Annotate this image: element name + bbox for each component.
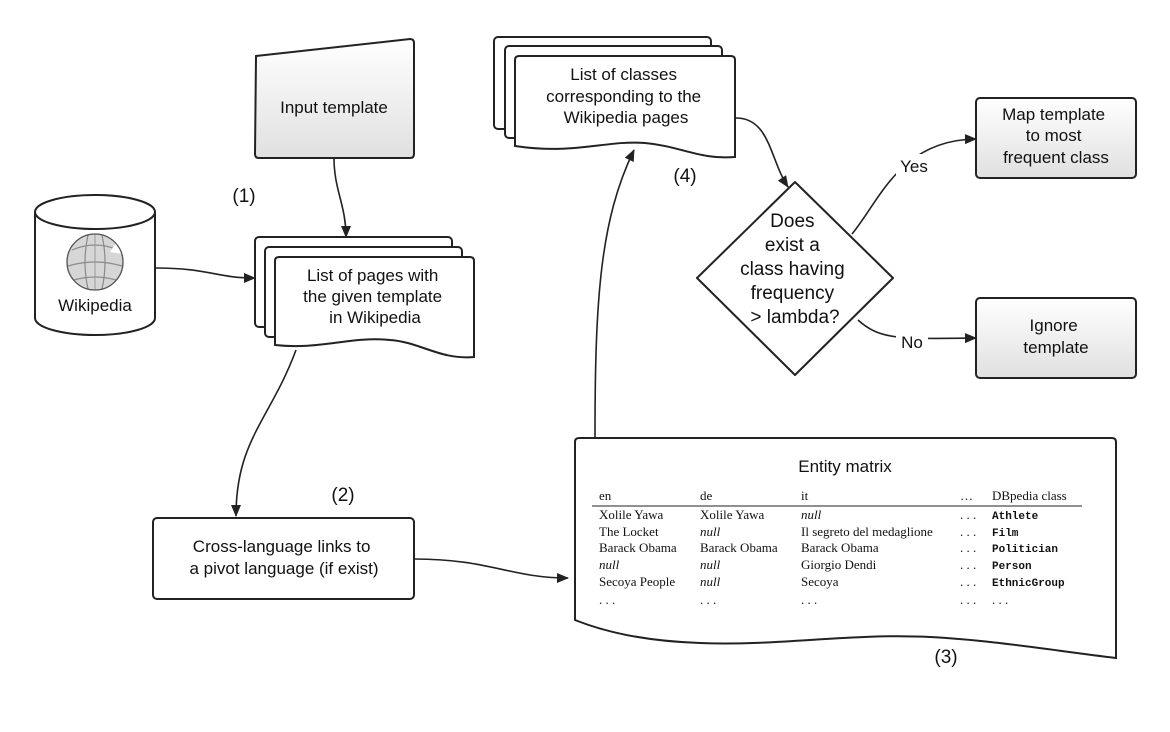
edge-label-yes: Yes [900,157,928,176]
matrix-cell: The Locket [599,524,659,539]
classes-list-node: List of classes corresponding to the Wik… [493,36,736,159]
pages-list-label: List of pages with the given template in… [303,266,447,327]
matrix-cell: Politician [992,544,1058,556]
wikipedia-database: Wikipedia [34,194,156,336]
ignore-template-label: Ignore template [1023,316,1088,357]
map-template-node: Map template to most frequent class [975,97,1137,179]
cross-language-node: Cross-language links to a pivot language… [152,517,415,600]
matrix-header-cell: de [700,488,713,503]
matrix-header-cell: it [801,488,809,503]
step-2-label: (2) [331,485,354,506]
matrix-cell: Xolile Yawa [599,507,664,522]
matrix-cell: Film [992,528,1019,540]
wikipedia-globe-icon [66,233,124,291]
cross-language-label: Cross-language links to a pivot language… [190,537,379,578]
matrix-cell: Barack Obama [599,540,677,555]
matrix-cell: Secoya People [599,574,675,589]
matrix-cell: null [700,557,721,572]
matrix-cell: . . . [700,592,716,607]
matrix-cell: . . . [801,592,817,607]
matrix-cell: null [599,557,620,572]
matrix-cell: Barack Obama [700,540,778,555]
matrix-cell: EthnicGroup [992,578,1065,590]
entity-matrix-node: Entity matrix en de it … DBpedia classXolile… [574,437,1117,660]
matrix-cell: . . . [960,574,976,589]
classes-list-label: List of classes corresponding to the Wik… [546,65,706,127]
matrix-cell: . . . [960,524,976,539]
step-3-label: (3) [934,647,957,668]
entity-matrix-title: Entity matrix [798,457,892,476]
matrix-cell: . . . [960,540,976,555]
edge-input-to-pages [333,157,351,238]
matrix-cell: Athlete [992,511,1039,523]
matrix-cell: Barack Obama [801,540,879,555]
edge-decision-yes [851,134,977,235]
matrix-cell: null [700,574,721,589]
matrix-header-cell: en [599,488,612,503]
decision-label: Does exist a class having frequency > la… [740,211,850,328]
edge-label-no: No [901,333,923,352]
matrix-cell: . . . [960,507,976,522]
step-1-label: (1) [232,186,255,207]
edge-pages-to-crosslang [231,349,297,517]
wikipedia-label: Wikipedia [58,296,132,315]
matrix-cell: null [700,524,721,539]
step-4-label: (4) [673,166,696,187]
matrix-cell: . . . [960,557,976,572]
matrix-cell: null [801,507,822,522]
edge-classes-to-decision [735,117,789,188]
input-template-label: Input template [280,98,388,117]
matrix-cell: Giorgio Dendi [801,557,877,572]
matrix-cell: . . . [992,592,1008,607]
matrix-cell: Xolile Yawa [700,507,765,522]
edge-wikipedia-to-pages [154,267,256,283]
edge-crosslang-to-matrix [413,558,569,583]
map-template-label: Map template to most frequent class [1002,105,1110,167]
pages-list-node: List of pages with the given template in… [254,236,475,359]
ignore-template-node: Ignore template [975,297,1137,379]
edge-matrix-to-classes [594,149,635,438]
matrix-cell: . . . [960,592,976,607]
decision-node: Does exist a class having frequency > la… [696,181,894,376]
matrix-cell: . . . [599,592,615,607]
input-template-node: Input template [253,37,415,159]
matrix-cell: Secoya [801,574,839,589]
matrix-header-cell: … [960,488,973,503]
matrix-header-cell: DBpedia class [992,488,1067,503]
matrix-cell: Person [992,561,1032,573]
matrix-cell: Il segreto del medaglione [801,524,933,539]
